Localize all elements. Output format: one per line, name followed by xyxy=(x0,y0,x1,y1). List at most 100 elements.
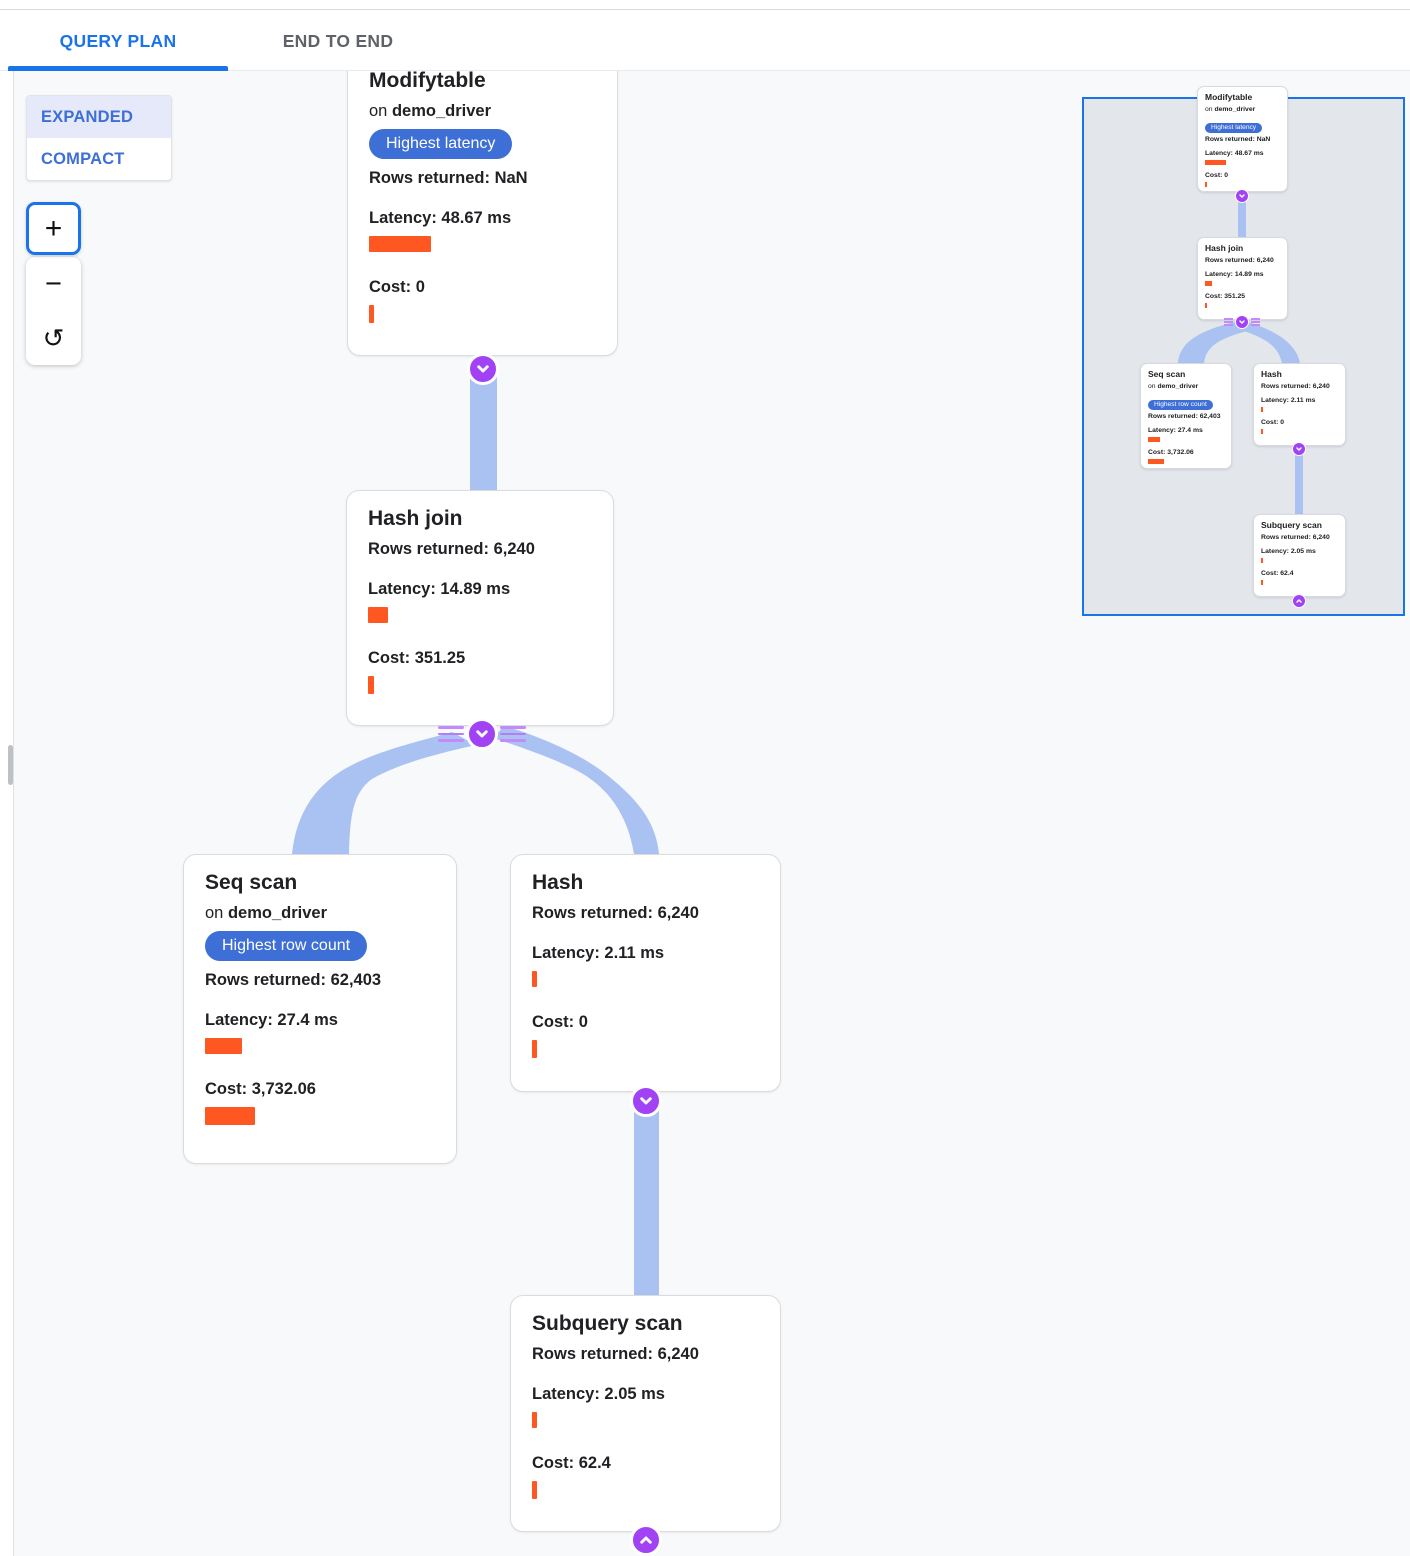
mini-latency-value: Latency: 2.11 ms xyxy=(1261,397,1316,404)
mini-cost-value: Cost: 62.4 xyxy=(1261,570,1294,577)
tab-end-to-end[interactable]: END TO END xyxy=(282,30,394,51)
mini-cost-bar xyxy=(1261,429,1263,434)
mini-latency-bar xyxy=(1148,437,1160,442)
mini-cost-value: Cost: 0 xyxy=(1205,172,1229,179)
mini-latency-bar xyxy=(1261,407,1263,412)
minimap[interactable]: Modifytable on demo_driver Highest laten… xyxy=(1078,85,1410,630)
cost-bar xyxy=(205,1107,255,1125)
mini-collapse-toggle-hash-join xyxy=(1235,315,1249,329)
edge-modifytable-hashjoin xyxy=(470,369,497,492)
node-title: Subquery scan xyxy=(532,1312,683,1335)
table-name: demo_driver xyxy=(1157,383,1199,390)
compact-view-button[interactable]: COMPACT xyxy=(41,149,125,168)
node-title: Seq scan xyxy=(205,871,298,894)
node-title: Hash xyxy=(532,871,584,894)
mini-collapse-toggle-hash xyxy=(1292,442,1306,456)
table-name: demo_driver xyxy=(1214,106,1256,113)
mini-rows-returned: Rows returned: 6,240 xyxy=(1261,534,1330,541)
connector-lines-left xyxy=(438,726,464,742)
mini-cost-value: Cost: 351.25 xyxy=(1205,293,1246,300)
highest-latency-badge: Highest latency xyxy=(369,129,513,159)
mini-latency-value: Latency: 48.67 ms xyxy=(1205,150,1264,157)
window-top-strip xyxy=(0,0,1410,10)
plan-node-hash-join[interactable]: Hash join Rows returned: 6,240 Latency: … xyxy=(346,490,614,726)
mini-highest-latency-badge: Highest latency xyxy=(1205,123,1263,133)
zoom-control-stack: − ↺ xyxy=(26,257,81,365)
mini-node-title: Hash xyxy=(1261,369,1282,379)
cost-value: Cost: 351.25 xyxy=(368,649,466,667)
mini-rows-returned: Rows returned: 6,240 xyxy=(1261,383,1330,390)
expand-toggle-subquery-scan[interactable] xyxy=(630,1524,662,1556)
minimap-node-hash[interactable]: Hash Rows returned: 6,240 Latency: 2.11 … xyxy=(1253,363,1346,446)
latency-value: Latency: 2.05 ms xyxy=(532,1385,665,1403)
mini-highest-row-count-badge: Highest row count xyxy=(1148,400,1213,410)
mini-cost-bar xyxy=(1205,182,1207,187)
latency-bar xyxy=(532,1412,537,1428)
collapse-toggle-modifytable[interactable] xyxy=(467,353,499,385)
highest-row-count-badge: Highest row count xyxy=(205,931,368,961)
minimap-edges xyxy=(1178,196,1303,514)
minimap-node-hash-join[interactable]: Hash join Rows returned: 6,240 Latency: … xyxy=(1197,237,1288,320)
tab-query-plan[interactable]: QUERY PLAN xyxy=(59,30,177,51)
chevron-down-icon xyxy=(1296,447,1302,451)
on-prefix: on xyxy=(1148,383,1156,390)
expanded-view-button[interactable]: EXPANDED xyxy=(27,96,171,138)
mini-latency-bar xyxy=(1261,558,1263,563)
latency-bar xyxy=(369,236,431,252)
chevron-down-icon xyxy=(1239,320,1245,324)
mini-cost-bar xyxy=(1148,459,1164,464)
canvas-left-gutter xyxy=(0,71,14,1556)
mini-connector-lines-left xyxy=(1224,318,1233,326)
cost-bar xyxy=(532,1040,537,1058)
mini-rows-returned: Rows returned: 6,240 xyxy=(1205,257,1274,264)
mini-latency-bar xyxy=(1205,160,1226,165)
cost-value: Cost: 0 xyxy=(369,278,425,296)
plan-node-hash[interactable]: Hash Rows returned: 6,240 Latency: 2.11 … xyxy=(510,854,781,1092)
node-title: Modifytable xyxy=(369,71,486,92)
vertical-scrollbar-thumb[interactable] xyxy=(8,745,13,785)
cost-value: Cost: 0 xyxy=(532,1013,588,1031)
mini-latency-value: Latency: 2.05 ms xyxy=(1261,548,1316,555)
connector-lines-right xyxy=(500,726,526,742)
query-plan-canvas[interactable]: EXPANDED COMPACT + − ↺ Modifytable on de… xyxy=(0,71,1410,1556)
view-mode-toggle: EXPANDED COMPACT xyxy=(26,95,172,181)
mini-latency-value: Latency: 14.89 ms xyxy=(1205,271,1264,278)
on-prefix: on xyxy=(205,904,224,922)
zoom-reset-button[interactable]: ↺ xyxy=(42,322,65,353)
on-prefix: on xyxy=(1205,106,1213,113)
mini-expand-toggle-subquery-scan xyxy=(1292,594,1306,608)
minimap-node-subquery-scan[interactable]: Subquery scan Rows returned: 6,240 Laten… xyxy=(1253,514,1346,597)
mini-latency-value: Latency: 27.4 ms xyxy=(1148,427,1203,434)
mini-latency-bar xyxy=(1205,281,1212,286)
rows-returned: Rows returned: 6,240 xyxy=(368,540,535,558)
mini-connector-lines-right xyxy=(1251,318,1260,326)
latency-value: Latency: 48.67 ms xyxy=(369,209,512,227)
chevron-down-icon xyxy=(1239,194,1245,198)
on-prefix: on xyxy=(369,102,388,120)
cost-value: Cost: 62.4 xyxy=(532,1454,611,1472)
plan-node-subquery-scan[interactable]: Subquery scan Rows returned: 6,240 Laten… xyxy=(510,1295,781,1532)
plan-node-seq-scan[interactable]: Seq scan on demo_driver Highest row coun… xyxy=(183,854,457,1164)
chevron-up-icon xyxy=(640,1536,652,1544)
collapse-toggle-hash-join[interactable] xyxy=(466,718,498,750)
zoom-in-button[interactable]: + xyxy=(26,202,81,255)
mini-rows-returned: Rows returned: 62,403 xyxy=(1148,413,1221,420)
latency-bar xyxy=(368,607,388,623)
node-title: Hash join xyxy=(368,507,463,530)
plan-node-modifytable[interactable]: Modifytable on demo_driver Highest laten… xyxy=(347,71,618,356)
minimap-node-modifytable[interactable]: Modifytable on demo_driver Highest laten… xyxy=(1197,86,1288,192)
chevron-down-icon xyxy=(476,730,488,738)
mini-cost-bar xyxy=(1261,580,1263,585)
zoom-out-button[interactable]: − xyxy=(45,267,62,300)
node-table-line: on demo_driver xyxy=(205,902,435,924)
mini-rows-returned: Rows returned: NaN xyxy=(1205,136,1271,143)
collapse-toggle-hash[interactable] xyxy=(630,1085,662,1117)
edge-hash-subqueryscan xyxy=(634,1101,659,1297)
minimap-node-seq-scan[interactable]: Seq scan on demo_driver Highest row coun… xyxy=(1140,363,1232,469)
chevron-up-icon xyxy=(1296,599,1302,603)
cost-bar xyxy=(369,305,374,323)
edge-hashjoin-seqscan xyxy=(292,732,476,854)
mini-cost-value: Cost: 3,732.06 xyxy=(1148,449,1194,456)
tab-bar: QUERY PLAN END TO END xyxy=(0,11,1410,71)
rows-returned: Rows returned: 6,240 xyxy=(532,904,699,922)
